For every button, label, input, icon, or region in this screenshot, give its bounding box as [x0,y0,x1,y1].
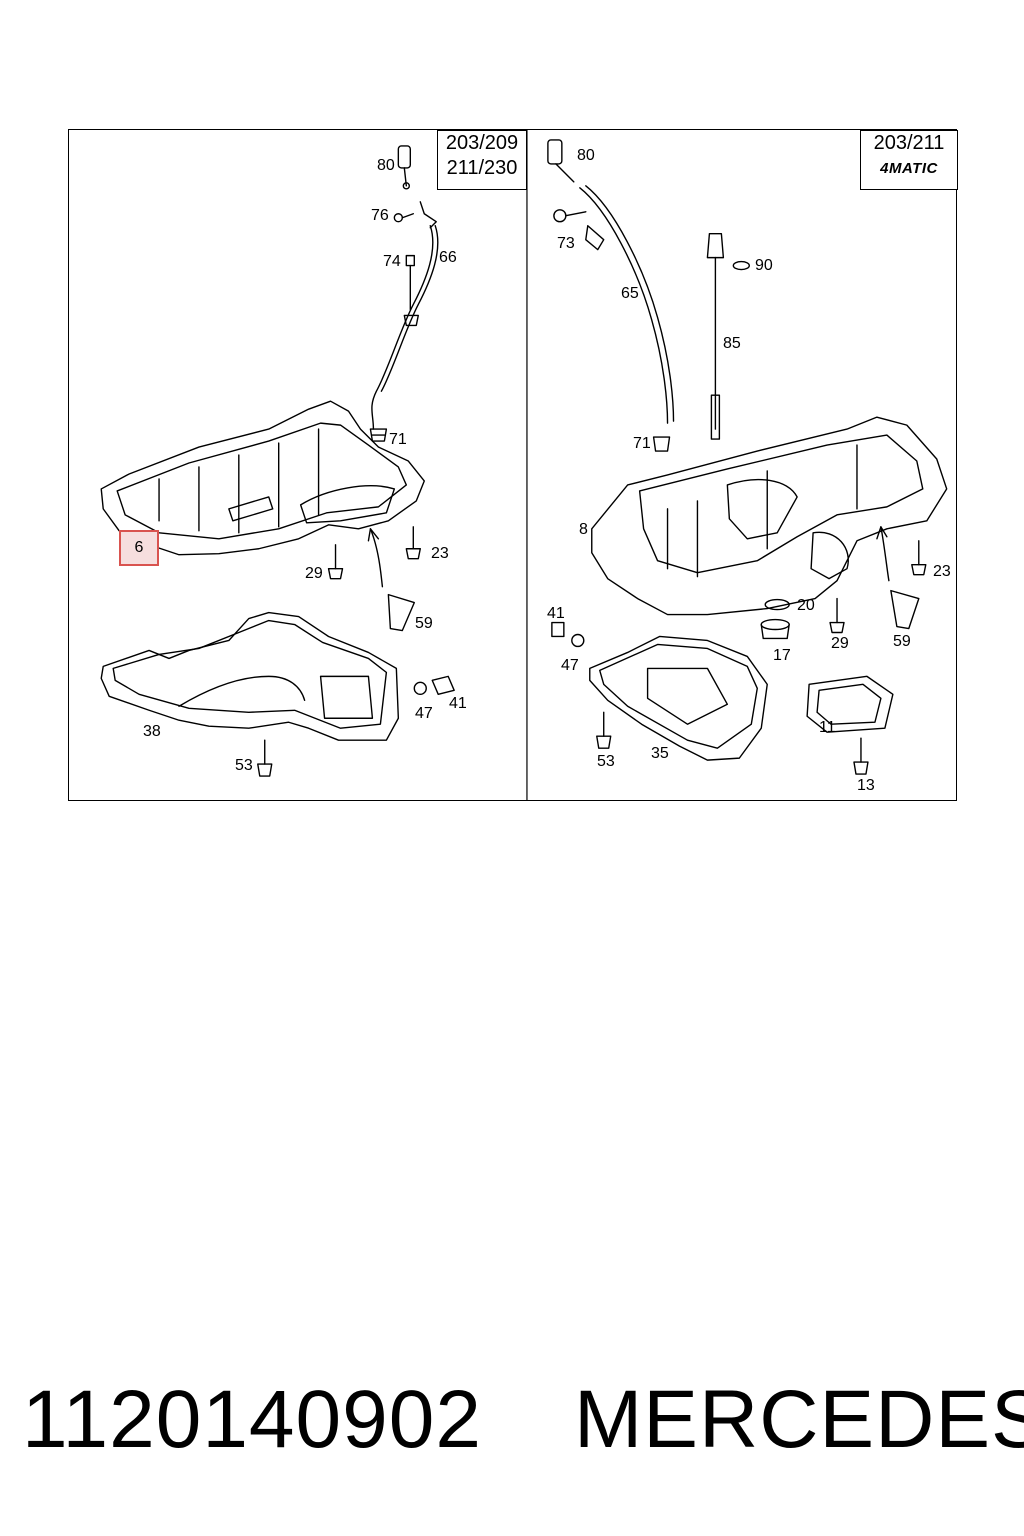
right-bolt-23 [911,540,927,576]
left-sensor-80 [397,145,412,190]
parts-diagram: 203/209 211/230 203/211 4MATIC 6 80 76 7… [68,129,958,801]
right-callout-29: 29 [831,635,849,652]
left-bolt-53 [257,739,273,777]
right-callout-71: 71 [633,435,651,452]
brand-name: MERCEDES [574,1374,1024,1465]
right-bolt-53 [596,711,612,749]
left-callout-41: 41 [449,695,467,712]
right-callout-35: 35 [651,745,669,762]
right-model-badge: 4MATIC [880,160,938,177]
right-callout-73: 73 [557,235,575,252]
right-seal-90 [732,260,750,271]
left-bolt-23 [405,526,421,560]
left-lower-oil-pan [100,611,400,741]
right-plug-41 [551,621,565,638]
right-plug-71 [652,436,671,452]
right-callout-20: 20 [797,597,815,614]
right-seal-20 [764,598,790,611]
right-dipstick-tube [579,187,669,424]
left-screw-76 [393,201,437,229]
right-callout-13: 13 [857,777,875,794]
left-callout-66: 66 [439,249,457,266]
left-plug-41 [431,675,455,696]
right-callout-80: 80 [577,147,595,164]
left-callout-74: 74 [383,253,401,270]
right-gasket-59 [890,589,920,630]
part-number: 1120140902 [22,1374,482,1465]
right-callout-90: 90 [755,257,773,274]
left-bolt-29 [327,544,344,580]
left-callout-23: 23 [431,545,449,562]
right-bolt-13 [853,737,869,775]
left-callout-47: 47 [415,705,433,722]
left-callout-71: 71 [389,431,407,448]
diagram-artwork [100,130,948,800]
right-lower-oil-pan [589,635,768,761]
right-model-line1: 203/211 [873,132,945,154]
left-dipstick-tube [371,225,434,430]
highlighted-part-6[interactable]: 6 [119,530,159,566]
right-upper-oil-pan [591,416,948,616]
right-callout-53: 53 [597,753,615,770]
right-bolt-29 [829,597,845,634]
right-callout-47: 47 [561,657,579,674]
right-callout-17: 17 [773,647,791,664]
left-gasket-59 [387,593,415,632]
right-part-17 [760,618,790,640]
right-sensor-80 [547,139,575,183]
right-callout-23: 23 [933,563,951,580]
right-bolt-73 [553,209,605,251]
right-callout-11: 11 [819,719,836,736]
left-model-line2: 211/230 [446,157,518,179]
left-upper-oil-pan [100,400,425,556]
left-callout-29: 29 [305,565,323,582]
right-dipstick-85 [706,232,725,440]
product-footer: 1120140902 MERCEDES [0,1370,1024,1470]
right-callout-65: 65 [621,285,639,302]
left-callout-38: 38 [143,723,161,740]
left-callout-53: 53 [235,757,253,774]
right-callout-41: 41 [547,605,565,622]
right-callout-85: 85 [723,335,741,352]
left-model-box: 203/209 211/230 [437,130,527,190]
left-callout-76: 76 [371,207,389,224]
left-callout-80: 80 [377,157,395,174]
left-bolt-74 [403,254,419,327]
left-washer-47 [413,681,427,696]
right-callout-8: 8 [579,521,588,538]
left-plug-71 [369,428,388,442]
right-washer-47 [571,633,585,648]
right-cover-11 [806,675,894,733]
left-callout-59: 59 [415,615,433,632]
right-callout-59: 59 [893,633,911,650]
left-model-line1: 203/209 [445,132,519,154]
right-model-box: 203/211 4MATIC [860,130,958,190]
